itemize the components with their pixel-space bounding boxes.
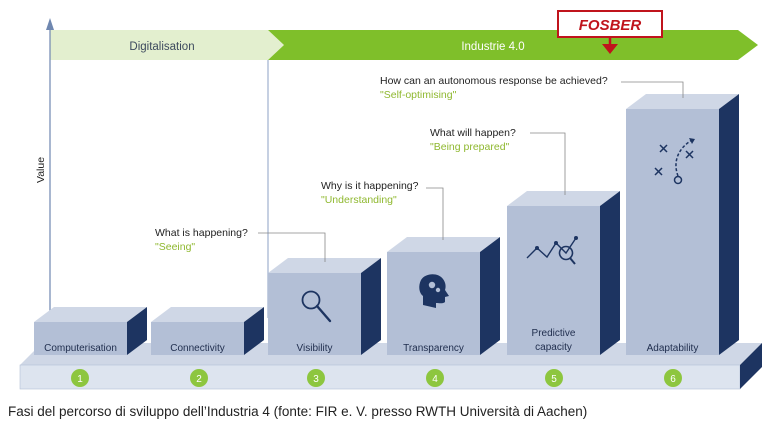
stage-computerisation: Computerisation [34,307,147,355]
stage-visibility: Visibility [268,258,381,355]
stage-number-badges: 1 2 3 4 5 6 [71,369,682,387]
question-predictive: What will happen? [430,127,516,139]
stage-label-visibility: Visibility [297,343,333,354]
svg-text:5: 5 [551,374,557,385]
stage-label-connectivity: Connectivity [170,343,224,354]
stage-label-transparency: Transparency [403,343,464,354]
svg-text:3: 3 [313,374,319,385]
question-adaptability: How can an autonomous response be achiev… [380,75,608,87]
question-transparency: Why is it happening? [321,180,419,192]
industrie40-label: Industrie 4.0 [461,41,524,53]
stage-adaptability: Adaptability [626,94,739,355]
badge-4: 4 [426,369,444,387]
stage-connectivity: Connectivity [151,307,264,355]
badge-2: 2 [190,369,208,387]
magnifier-icon [301,290,332,323]
callout-predictive: What will happen? "Being prepared" [430,127,566,195]
value-axis: Value [35,18,269,345]
strategy-play-icon [654,138,695,185]
question-visibility: What is happening? [155,227,248,239]
digitalisation-arrow [50,30,284,60]
answer-visibility: "Seeing" [155,241,195,253]
stage-label-capacity: capacity [535,342,572,353]
stage-transparency: Transparency [387,237,500,355]
head-gears-icon [419,274,449,308]
figure-caption: Fasi del percorso di sviluppo dell’Indus… [8,404,588,419]
badge-1: 1 [71,369,89,387]
badge-3: 3 [307,369,325,387]
stage-predictive-capacity: Predictive capacity [507,191,620,355]
fosber-pointer-icon [602,44,618,54]
badge-5: 5 [545,369,563,387]
digitalisation-label: Digitalisation [129,41,194,53]
callout-adaptability: How can an autonomous response be achiev… [380,75,684,101]
svg-text:6: 6 [670,374,676,385]
answer-transparency: "Understanding" [321,194,397,206]
fosber-tag: FOSBER [557,10,663,54]
fosber-label: FOSBER [579,17,642,34]
answer-adaptability: "Self-optimising" [380,89,457,101]
svg-text:1: 1 [77,374,83,385]
trend-chart-icon [526,236,578,265]
svg-text:2: 2 [196,374,202,385]
stage-label-predictive: Predictive [532,328,576,339]
stage-label-adaptability: Adaptability [647,343,699,354]
callout-visibility: What is happening? "Seeing" [155,227,326,262]
callout-transparency: Why is it happening? "Understanding" [321,180,444,240]
svg-text:4: 4 [432,374,438,385]
answer-predictive: "Being prepared" [430,141,510,153]
badge-6: 6 [664,369,682,387]
axis-label-value: Value [35,157,47,183]
stage-label-computerisation: Computerisation [44,343,117,354]
